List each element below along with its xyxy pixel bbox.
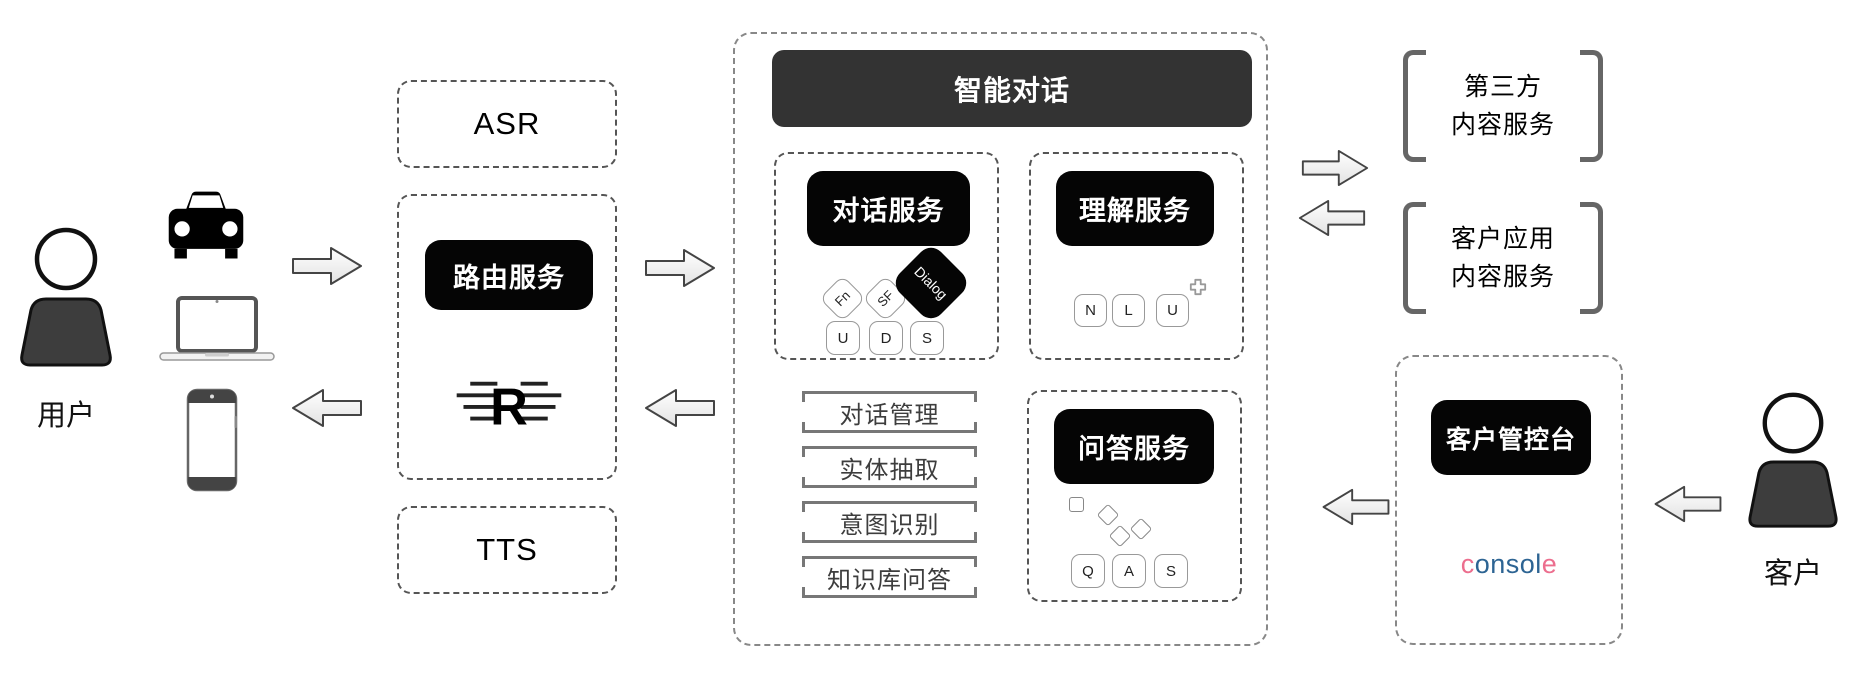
pipeline-item-label: 知识库问答 (827, 566, 952, 594)
arrow-right-icon (1301, 150, 1369, 186)
dialog-service-box: 对话服务 Fn SF Dialog U D S (774, 152, 999, 360)
customer-app-service-box: 客户应用 内容服务 (1403, 202, 1603, 314)
phone-icon (186, 388, 238, 492)
key-fn: Fn (819, 275, 866, 322)
key-u: U (826, 321, 860, 355)
car-icon (168, 191, 244, 259)
tts-box: TTS (397, 506, 617, 594)
console-logo-segment: c (1460, 549, 1475, 579)
customer-app-line2: 内容服务 (1450, 263, 1555, 291)
arrow-left-icon (1654, 485, 1722, 523)
key-d: D (869, 321, 903, 355)
smart-dialog-container: 智能对话 对话服务 Fn SF Dialog U D S 理解服务 N L U … (733, 32, 1268, 646)
key-u2: U (1156, 294, 1189, 327)
third-party-line1: 第三方 (1463, 73, 1542, 101)
qa-service-box: 问答服务 Q A S (1027, 390, 1242, 602)
pipeline-item: 知识库问答 (802, 556, 977, 598)
router-box: 路由服务 R (397, 194, 617, 480)
plus-icon (1189, 278, 1207, 296)
asr-label: ASR (473, 106, 541, 141)
key-s2: S (1154, 554, 1188, 588)
svg-text:R: R (490, 378, 528, 436)
smart-dialog-title: 智能对话 (772, 50, 1252, 127)
arrow-left-icon (1322, 488, 1390, 526)
key-n: N (1074, 294, 1107, 327)
router-r-logo-icon: R (456, 378, 562, 436)
asr-box: ASR (397, 80, 617, 168)
understand-service-box: 理解服务 N L U (1029, 152, 1244, 360)
key-l: L (1112, 294, 1145, 327)
diamond-icon (1129, 517, 1153, 541)
user-person-icon (20, 227, 112, 367)
console-box: 客户管控台 console (1395, 355, 1623, 645)
square-icon (1069, 497, 1084, 512)
customer-person-icon (1748, 392, 1838, 528)
pipeline-list: 对话管理 实体抽取 意图识别 知识库问答 (802, 391, 977, 611)
laptop-icon (159, 296, 275, 361)
key-s: S (910, 321, 944, 355)
arrow-left-icon (292, 389, 362, 427)
arrow-right-icon (292, 247, 362, 285)
customer-label: 客户 (1763, 558, 1822, 590)
customer-app-line1: 客户应用 (1450, 225, 1555, 253)
console-logo-segment: onsol (1474, 549, 1542, 579)
pipeline-item-label: 实体抽取 (839, 456, 940, 484)
pipeline-item: 对话管理 (802, 391, 977, 433)
tts-label: TTS (476, 532, 538, 567)
pipeline-item: 意图识别 (802, 501, 977, 543)
pipeline-item-label: 意图识别 (839, 511, 940, 539)
understand-service-pill: 理解服务 (1056, 171, 1214, 246)
user-label: 用户 (36, 400, 95, 432)
console-logo-segment: e (1541, 549, 1558, 579)
diamond-icon (1096, 503, 1120, 527)
qa-service-pill: 问答服务 (1054, 409, 1214, 484)
arrow-right-icon (645, 249, 715, 287)
third-party-service-box: 第三方 内容服务 (1403, 50, 1603, 162)
console-pill: 客户管控台 (1431, 400, 1591, 475)
key-dialog: Dialog (889, 241, 973, 325)
third-party-line2: 内容服务 (1450, 111, 1555, 139)
arrow-left-icon (1298, 200, 1366, 236)
console-logo: console (1397, 549, 1621, 580)
key-a: A (1112, 554, 1146, 588)
router-pill: 路由服务 (425, 240, 593, 310)
key-q: Q (1071, 554, 1105, 588)
pipeline-item-label: 对话管理 (839, 401, 940, 429)
dialog-service-pill: 对话服务 (807, 171, 970, 246)
arrow-left-icon (645, 389, 715, 427)
pipeline-item: 实体抽取 (802, 446, 977, 488)
diamond-icon (1108, 524, 1132, 548)
